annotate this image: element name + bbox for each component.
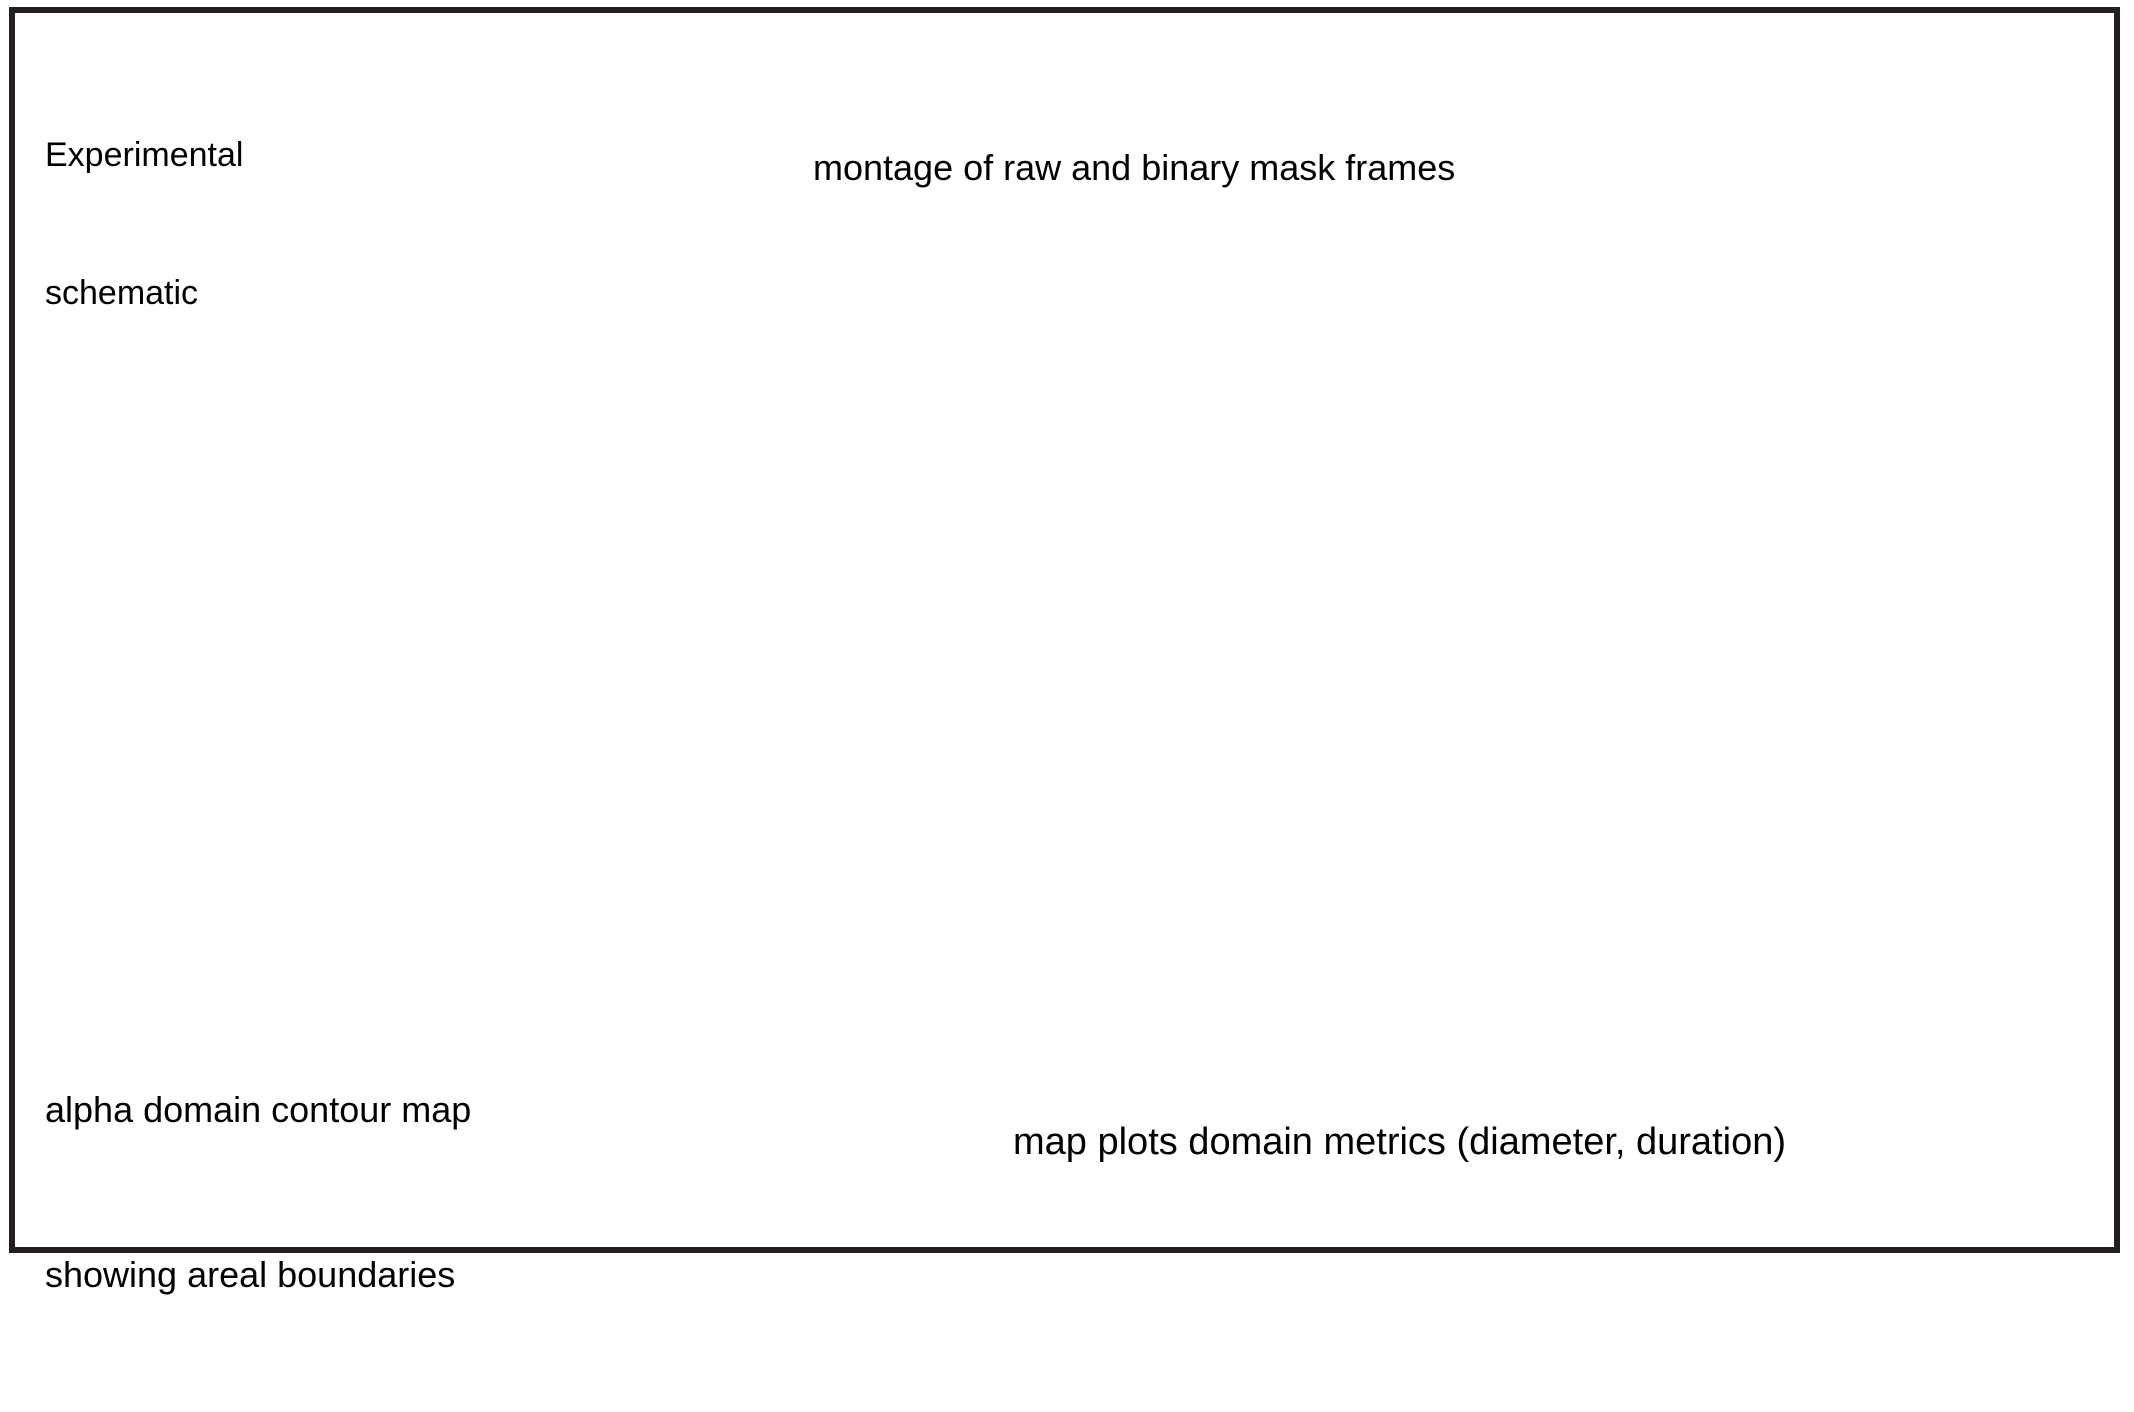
caption-top-left: Experimental schematic xyxy=(45,40,243,408)
caption-bottom-left: alpha domain contour map showing areal b… xyxy=(45,972,471,1412)
caption-top-right-line-1: montage of raw and binary mask frames xyxy=(813,147,1456,188)
figure-canvas: Experimental schematic montage of raw an… xyxy=(9,7,2120,1295)
caption-top-left-line-1: Experimental xyxy=(45,136,244,174)
figure-border-frame xyxy=(9,7,2120,1253)
caption-bottom-right-line-1: map plots domain metrics (diameter, dura… xyxy=(1013,1121,1786,1163)
caption-bottom-left-line-1: alpha domain contour map xyxy=(45,1089,472,1130)
caption-bottom-right: map plots domain metrics (diameter, dura… xyxy=(1013,1022,1786,1262)
caption-top-left-line-2: schematic xyxy=(45,274,199,312)
caption-bottom-left-line-2: showing areal boundaries xyxy=(45,1254,456,1295)
caption-top-right: montage of raw and binary mask frames xyxy=(813,53,1455,283)
